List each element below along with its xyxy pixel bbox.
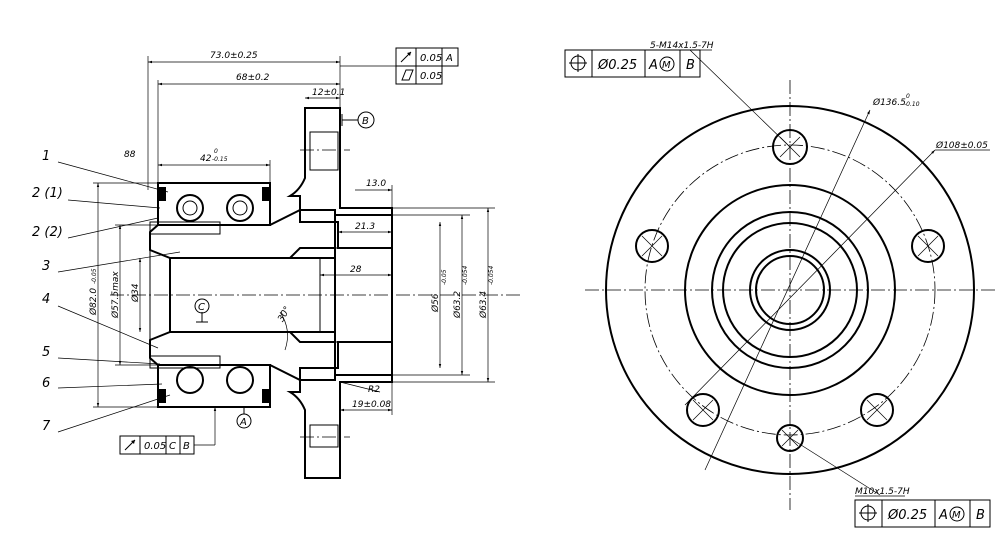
part-label-1: 1 [42, 149, 50, 164]
part-label-5: 5 [42, 345, 50, 360]
dim-bearing-tol-bot: -0.15 [212, 156, 228, 163]
dim-flange-offset: 19±0.08 [352, 400, 391, 410]
fcf-top-tol: Ø0.25 [597, 58, 637, 73]
dimensions-left: 73.0±0.25 68±0.2 12±0.1 42 0 -0.15 13.0 … [88, 51, 495, 415]
dim-dia-pilot2: Ø63.2 [452, 291, 463, 319]
position-symbol-icon [569, 54, 587, 72]
bcd-large: Ø136.5 [872, 97, 906, 108]
fcf-top-mod-datum: A [648, 58, 658, 73]
runout-arrow-icon [400, 51, 412, 63]
runout-arrow-icon [124, 439, 136, 451]
dim-flange-thickness: 12±0.1 [312, 88, 345, 98]
dim-bearing-width: 42 [200, 154, 212, 164]
dim-bearing-tol-top: 0 [214, 148, 218, 155]
datum-b-label: B [362, 116, 369, 127]
fcf-bottom-datum2: B [183, 441, 190, 452]
dim-bore-depth-2: 28 [350, 265, 362, 275]
dim-dia-outer-tol: -0.05 [91, 268, 98, 284]
bolt-hole [911, 229, 945, 263]
position-symbol-icon [859, 504, 877, 522]
flange-upper [286, 107, 393, 249]
bcd-large-zero: 0 [906, 93, 910, 100]
dim-fillet: R2 [368, 385, 380, 395]
fcf-bottom-tol: Ø0.25 [887, 508, 927, 523]
datum-b: B [341, 111, 375, 129]
fcf-bottom-modifier: M [952, 510, 961, 521]
part-label-4: 4 [42, 292, 50, 307]
fcf-position-bottom: Ø0.25 A M B [854, 499, 991, 528]
dim-dia-pilot-tol: -0.05 [441, 269, 448, 285]
dim-dia-pilot3: Ø63.4 [478, 291, 489, 319]
thread-top: 5-M14x1.5-7H [650, 41, 714, 51]
part-label-6: 6 [42, 376, 50, 391]
fcf-runout-top: 0.05 A 0.05 [340, 47, 459, 85]
dim-dia-pilot2-tol: -0.054 [462, 265, 469, 285]
dim-bore-depth: 21.3 [355, 222, 375, 232]
thread-bottom: M10x1.5-7H [855, 487, 910, 497]
bcd-large-tol: -0.10 [904, 101, 920, 108]
section-view [110, 107, 520, 479]
label-88: 88 [124, 150, 136, 160]
dim-dia-pilot: Ø56 [430, 293, 441, 313]
fcf-top-modifier: M [662, 60, 671, 71]
dim-dia-bore: Ø34 [130, 283, 141, 303]
fcf-top-datum: B [686, 58, 695, 73]
bcd-small: Ø108±0.05 [935, 140, 988, 151]
bolt-hole [860, 393, 894, 427]
flatness-icon [401, 69, 414, 81]
bolt-hole [635, 229, 669, 263]
modifier-circle-icon [949, 506, 965, 522]
fcf-position-top: Ø0.25 A M B [564, 49, 701, 78]
datum-c-label: C [198, 302, 205, 313]
datum-c: C [194, 298, 210, 323]
fcf-bottom-datum1: C [169, 441, 176, 452]
part-label-7: 7 [42, 419, 51, 434]
modifier-circle-icon [659, 56, 675, 72]
dim-dia-pilot3-tol: -0.054 [488, 265, 495, 285]
part-label-3: 3 [42, 259, 50, 274]
fcf-bottom-left: 0.05 C B [119, 407, 217, 455]
front-view [585, 49, 995, 510]
fcf-runout-datum: A [445, 53, 453, 64]
part-label-2-2: 2 (2) [32, 225, 63, 240]
bolt-hole [686, 393, 720, 427]
datum-a-label: A [239, 417, 247, 428]
part-label-2-1: 2 (1) [32, 186, 63, 201]
fcf-flatness-tol: 0.05 [420, 71, 442, 82]
fcf-bottom-mod-datum: A [938, 508, 948, 523]
fcf-bottom-tol: 0.05 [144, 441, 166, 452]
dim-overall-length: 73.0±0.25 [210, 51, 258, 61]
datum-a: A [236, 406, 252, 429]
dim-dia-outer: Ø82.0 [88, 288, 99, 316]
dim-inner-length: 68±0.2 [236, 73, 270, 83]
dim-pilot-length: 13.0 [366, 179, 386, 189]
part-labels: 1 2 (1) 2 (2) 3 4 5 6 7 [32, 149, 181, 434]
fcf-runout-tol: 0.05 [420, 53, 442, 64]
dim-dia-seal: Ø57.5max [110, 271, 121, 319]
fcf-bottom-datum: B [976, 508, 985, 523]
dim-angle: 30° [276, 305, 293, 324]
